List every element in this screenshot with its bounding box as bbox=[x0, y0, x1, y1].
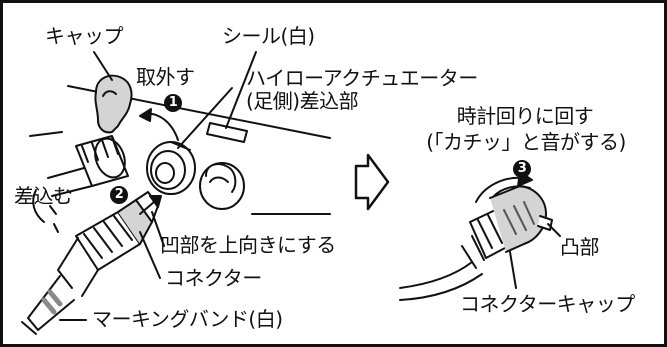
next-step-arrow bbox=[354, 153, 390, 211]
upper-connector bbox=[32, 135, 129, 223]
step2-number: 2 bbox=[114, 187, 124, 202]
right-illustration bbox=[399, 171, 561, 301]
label-marking-band: マーキングバンド(白) bbox=[92, 307, 283, 331]
leader-connector-cap bbox=[509, 251, 517, 289]
device-panel-left-edge bbox=[29, 131, 63, 137]
leader-convex bbox=[547, 223, 561, 237]
step-markers-left bbox=[110, 94, 182, 204]
leader-seal bbox=[225, 51, 257, 129]
label-hilo-line1: ハイローアクチュエーター bbox=[246, 66, 478, 90]
hilo-socket bbox=[146, 141, 196, 195]
label-connector: コネクター bbox=[165, 266, 262, 290]
label-turn-line1: 時計回りに回す bbox=[456, 104, 594, 128]
second-socket bbox=[199, 162, 245, 210]
insert-detail-marks bbox=[49, 205, 59, 233]
seal-plate bbox=[206, 122, 248, 143]
label-connector-cap: コネクターキャップ bbox=[460, 292, 635, 316]
label-notch: 凹部を上向きにする bbox=[160, 233, 336, 257]
left-illustration bbox=[21, 51, 331, 335]
step1-marker bbox=[164, 94, 182, 112]
label-cap: キャップ bbox=[45, 24, 124, 48]
leader-notch bbox=[151, 211, 165, 247]
step2-marker bbox=[110, 186, 128, 204]
label-seal: シール(白) bbox=[222, 24, 315, 48]
insert-arrow-head bbox=[149, 195, 162, 208]
insert-arrow-path bbox=[139, 201, 155, 215]
label-remove: 取外す bbox=[136, 65, 195, 89]
lower-connector bbox=[21, 191, 159, 335]
leader-cap bbox=[93, 51, 113, 81]
cable-upper bbox=[399, 261, 473, 289]
cable-lower bbox=[399, 273, 483, 301]
step1-number: 1 bbox=[168, 95, 178, 110]
step3-marker bbox=[513, 160, 531, 178]
label-turn-line2: (「カチッ」と音がする) bbox=[426, 130, 626, 154]
label-convex: 凸部 bbox=[560, 235, 600, 259]
label-hilo-line2: (足側)差込部 bbox=[246, 89, 359, 113]
step3-number: 3 bbox=[517, 161, 527, 176]
leader-hilo bbox=[177, 87, 233, 149]
step-markers-right bbox=[513, 160, 531, 178]
cap-part bbox=[94, 74, 133, 134]
label-insert: 差込む bbox=[14, 184, 73, 208]
remove-arrow-head bbox=[139, 108, 152, 122]
leader-connector bbox=[139, 231, 161, 279]
